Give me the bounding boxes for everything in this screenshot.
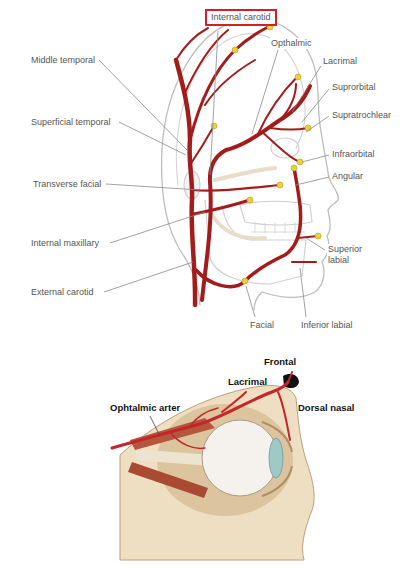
leader-line (306, 238, 325, 250)
artery-label: External carotid (30, 287, 95, 298)
parietal-branches (176, 28, 255, 105)
muscle (128, 462, 208, 498)
leader-line (110, 212, 205, 243)
artery-label-bold: Ophtalmic arter (110, 402, 180, 413)
artery-label: Lacrimal (322, 56, 358, 67)
facial-artery (196, 168, 301, 287)
artery-label: Internal maxillary (30, 238, 100, 249)
leader-line (252, 50, 278, 134)
muscular-branches (170, 408, 218, 448)
boxed-label: Internal carotid (205, 9, 277, 26)
internal-maxillary-artery (194, 200, 250, 214)
anastomosis-dot (305, 125, 311, 131)
artery-label: Facial (249, 320, 275, 331)
leader-line (296, 177, 329, 185)
skull-outline (176, 34, 305, 185)
leader-line (99, 60, 187, 150)
anastomosis-dot (315, 233, 321, 239)
artery-label: Opthalmic (270, 38, 313, 49)
artery-label: Supratrochlear (331, 110, 392, 121)
cornea (269, 438, 283, 478)
leader-line (106, 184, 200, 190)
anastomosis-dot (277, 182, 283, 188)
internal-carotid-artery (202, 86, 310, 300)
middle-temporal-artery (190, 126, 214, 165)
leader-line (119, 122, 186, 155)
node-text: Internal carotid (211, 12, 271, 23)
artery-label: Suprorbital (331, 82, 377, 93)
artery-label: Superficial temporal (30, 117, 112, 128)
eyelids (262, 422, 292, 496)
ophthalmic-artery (112, 382, 288, 448)
artery-label-bold: Lacrimal (228, 376, 267, 387)
leader-line (246, 286, 255, 317)
anastomosis-dot (295, 74, 301, 80)
leader-line (292, 66, 321, 112)
artery-label: Infraorbital (331, 149, 376, 160)
eyeball (202, 420, 278, 496)
lacrimal-artery (222, 392, 246, 412)
artery-label-bold: Frontal (264, 356, 296, 367)
leader-line (150, 416, 160, 436)
leader-line (210, 31, 218, 175)
ophthalmic-branches (258, 76, 308, 162)
artery-label: Inferior labial (300, 320, 354, 331)
head-outline (162, 19, 339, 310)
artery-label: Superior labial (327, 244, 371, 266)
superficial-temporal-frontal-branch (190, 26, 270, 140)
eye-orbit (271, 138, 299, 158)
leader-line (302, 89, 329, 122)
teeth (252, 222, 305, 233)
leader-line (104, 262, 193, 292)
dorsal-nasal-artery (278, 392, 290, 440)
frontal-artery (288, 372, 292, 382)
anastomosis-dot (242, 278, 248, 284)
anastomosis-dot (247, 197, 253, 203)
external-carotid-artery (176, 60, 195, 305)
artery-label: Angular (331, 171, 364, 182)
leader-line (302, 155, 329, 162)
anastomosis-dot (232, 47, 238, 53)
anastomosis-dot (291, 165, 297, 171)
transverse-facial-artery (192, 185, 280, 191)
leader-line (300, 268, 306, 317)
labial-arteries (292, 236, 318, 262)
optic-nerve (140, 455, 205, 460)
artery-label: Middle temporal (30, 55, 96, 66)
artery-label-bold: Dorsal nasal (298, 402, 355, 413)
artery-label: Transverse facial (32, 179, 102, 190)
anastomosis-dot (211, 123, 217, 129)
leader-line (306, 116, 329, 132)
